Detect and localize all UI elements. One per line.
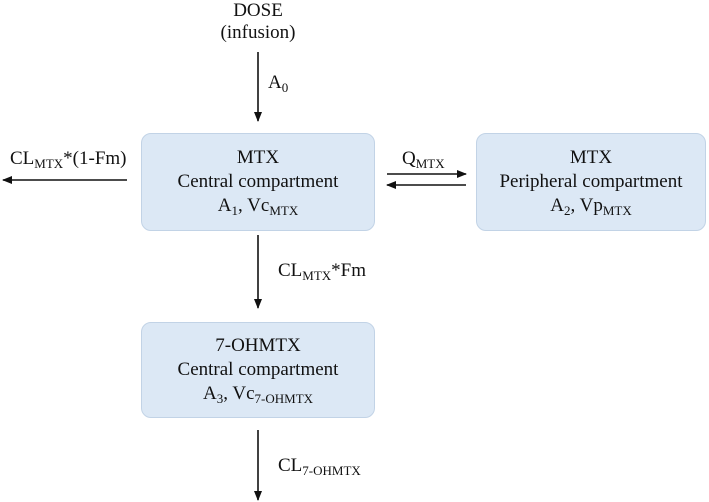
ohmtx-volume: Vc [232, 383, 255, 404]
dose-line2: (infusion) [220, 22, 296, 43]
dose-label: DOSE (infusion) [198, 0, 318, 44]
peripheral-mtx-amount-sub: 2 [563, 203, 571, 218]
central-mtx-compartment: MTX Central compartment A1, VcMTX [141, 133, 375, 231]
a0-label: A0 [268, 72, 288, 94]
cl-ohmtx-main: CL [278, 455, 303, 476]
cl-nonmetab-sub: MTX [34, 156, 64, 171]
central-mtx-volume-sub: MTX [269, 203, 299, 218]
a0-sub: 0 [281, 80, 289, 95]
ohmtx-amount-sub: 3 [216, 391, 224, 406]
q-mtx-label: QMTX [402, 148, 445, 170]
central-mtx-params: A1, VcMTX [218, 194, 298, 218]
peripheral-mtx-compartment: MTX Peripheral compartment A2, VpMTX [476, 133, 706, 231]
cl-nonmetab-suffix: *(1-Fm) [63, 148, 127, 169]
ohmtx-params: A3, Vc7-OHMTX [203, 382, 313, 406]
central-mtx-amount-sub: 1 [231, 203, 239, 218]
cl-ohmtx-label: CL7-OHMTX [278, 455, 361, 477]
central-mtx-subtitle: Central compartment [177, 171, 339, 192]
ohmtx-subtitle: Central compartment [177, 359, 339, 380]
cl-metab-sub: MTX [302, 268, 332, 283]
ohmtx-volume-sub: 7-OHMTX [254, 391, 314, 406]
q-mtx-main: Q [402, 148, 416, 169]
peripheral-mtx-volume-sub: MTX [602, 203, 632, 218]
a0-main: A [268, 72, 282, 93]
peripheral-mtx-subtitle: Peripheral compartment [499, 171, 683, 192]
central-mtx-amount: A [217, 195, 232, 216]
ohmtx-central-compartment: 7-OHMTX Central compartment A3, Vc7-OHMT… [141, 322, 375, 418]
peripheral-mtx-title: MTX [569, 147, 613, 168]
cl-metab-label: CLMTX*Fm [278, 260, 366, 282]
peripheral-mtx-amount: A [550, 195, 564, 216]
ohmtx-amount: A [202, 383, 217, 404]
cl-metab-suffix: *Fm [331, 260, 367, 281]
peripheral-mtx-volume: Vp [579, 195, 603, 216]
peripheral-mtx-sep: , [570, 195, 580, 216]
cl-nonmetab-label: CLMTX*(1-Fm) [10, 148, 127, 170]
ohmtx-sep: , [223, 383, 233, 404]
q-mtx-sub: MTX [415, 156, 445, 171]
central-mtx-title: MTX [236, 147, 280, 168]
ohmtx-title: 7-OHMTX [215, 335, 301, 356]
dose-line1: DOSE [233, 0, 283, 21]
cl-metab-main: CL [278, 260, 303, 281]
cl-ohmtx-sub: 7-OHMTX [302, 463, 361, 478]
central-mtx-sep: , [238, 195, 248, 216]
peripheral-mtx-params: A2, VpMTX [550, 194, 632, 218]
cl-nonmetab-main: CL [10, 148, 35, 169]
central-mtx-volume: Vc [247, 195, 270, 216]
